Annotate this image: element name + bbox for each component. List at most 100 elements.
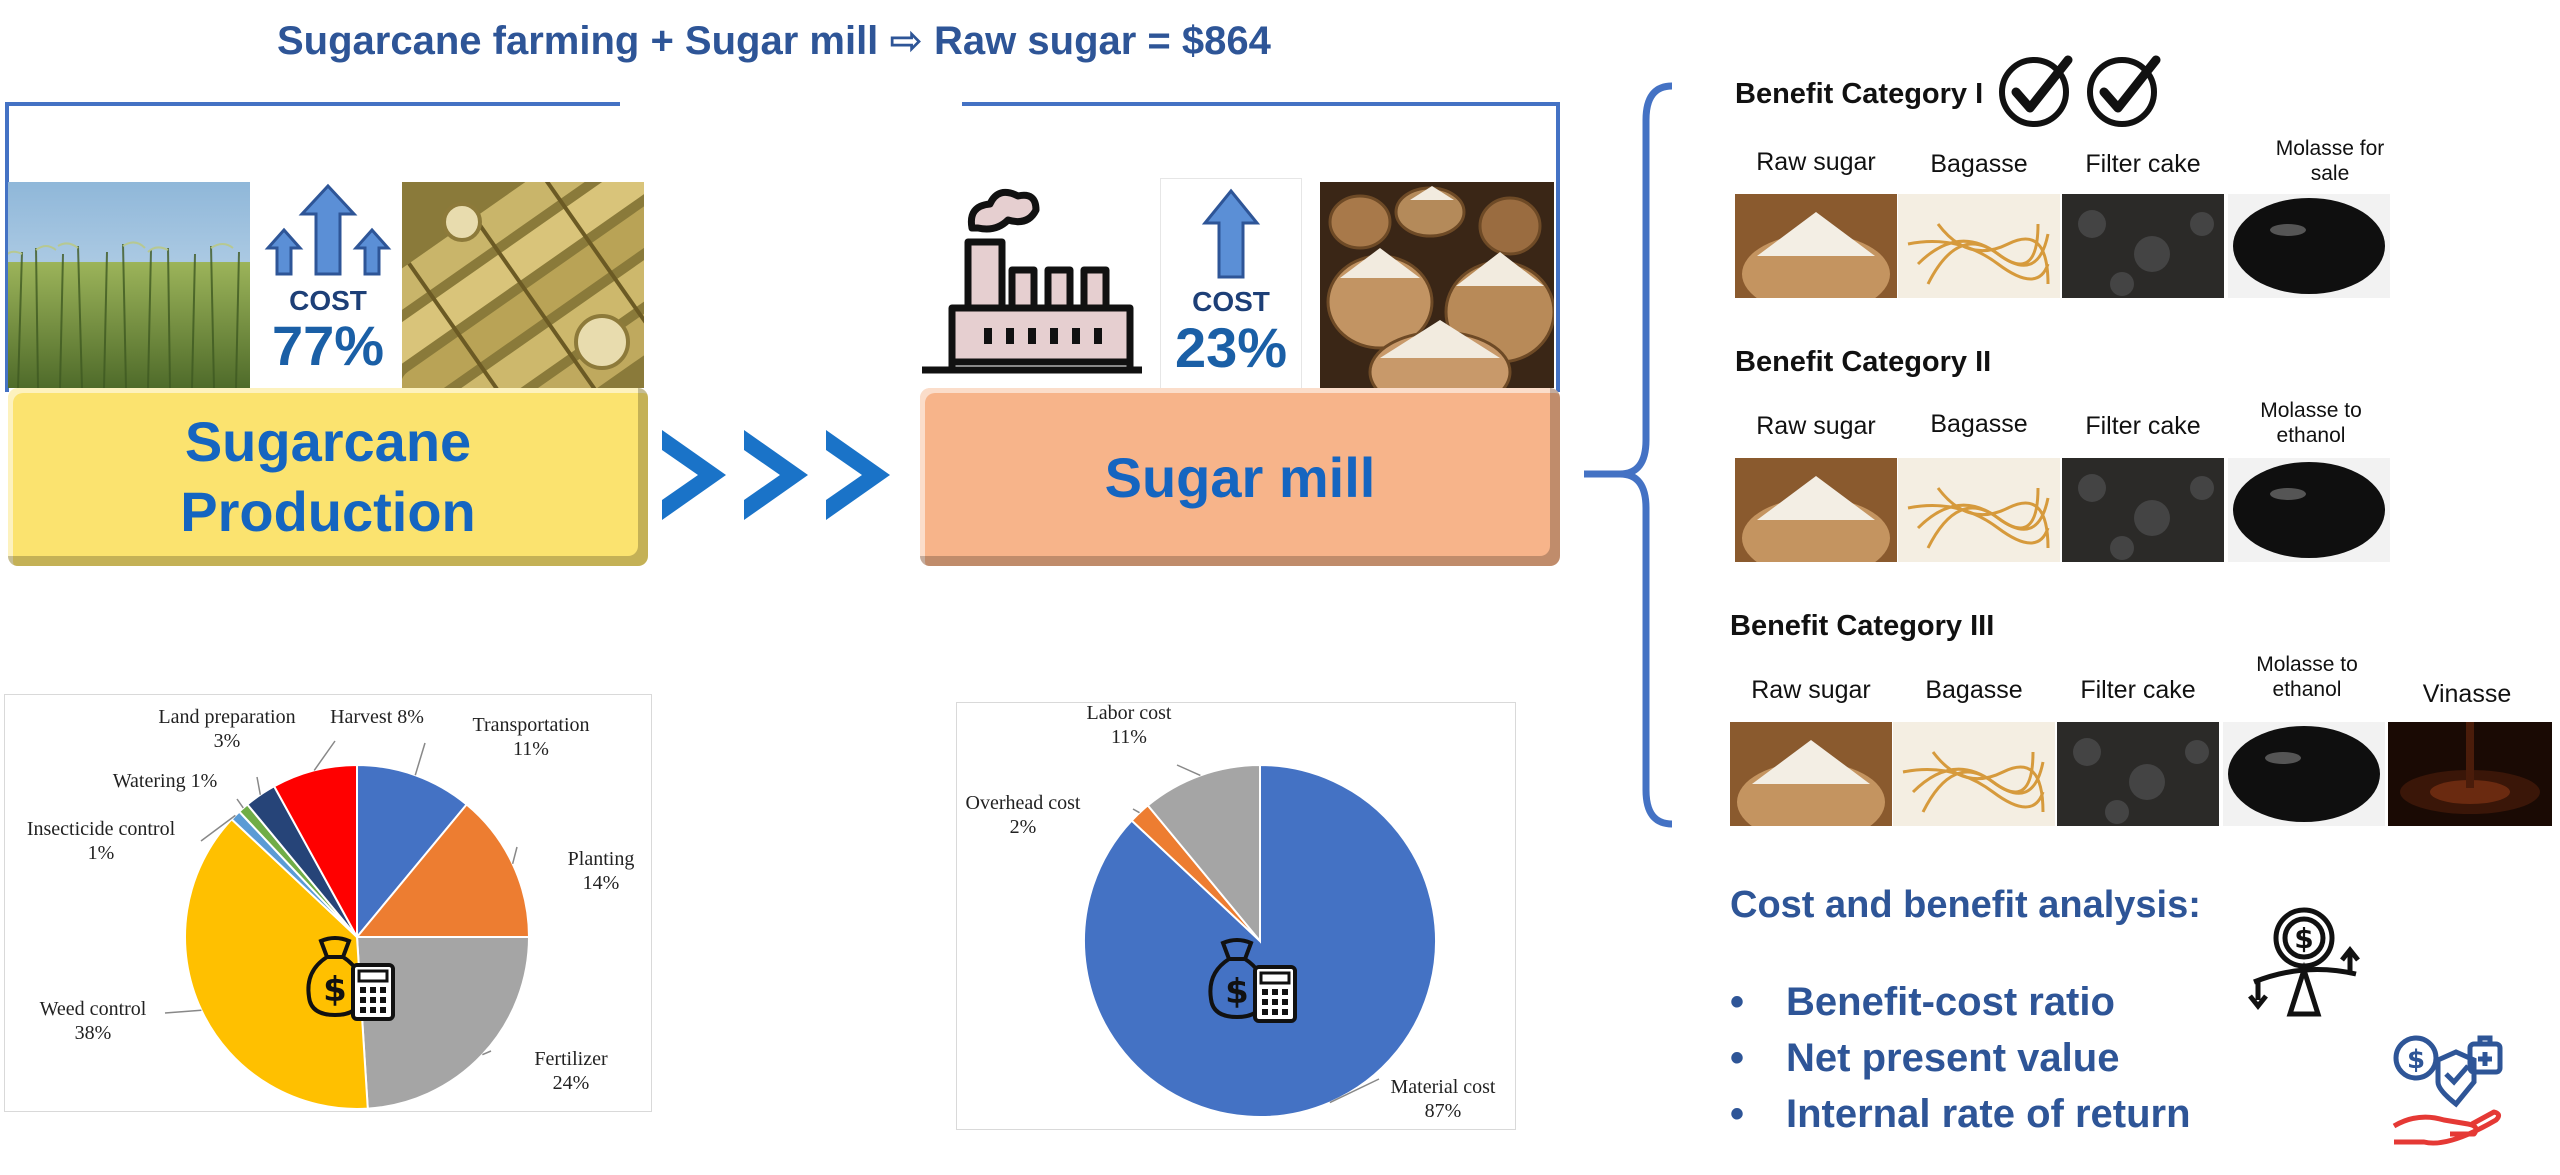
check-circle-icon xyxy=(2086,50,2166,130)
cat3-molasse-image xyxy=(2223,722,2385,826)
pie-leader-line xyxy=(414,742,426,776)
pie-leader-line xyxy=(313,740,336,771)
bullet-dot: • xyxy=(1730,1092,1745,1136)
pie-label-harvest: Harvest 8% xyxy=(330,706,424,728)
cat3-product-molasse: Molasse to ethanol xyxy=(2256,653,2358,701)
benefit-category-2-title: Benefit Category II xyxy=(1735,346,1992,378)
pie-leader-line xyxy=(1132,808,1140,814)
cat2-product-raw-sugar: Raw sugar xyxy=(1756,412,1876,440)
header-bracket-right-vertical xyxy=(1556,102,1560,392)
pie-slice-harvest xyxy=(272,763,358,938)
pie-leader-line xyxy=(200,814,236,842)
raw-sugar-sacks-photo xyxy=(1320,182,1554,388)
header-bracket-left xyxy=(5,102,620,106)
cat1-raw-sugar-image xyxy=(1735,194,1897,298)
pie-leader-line xyxy=(1176,764,1201,777)
sugarcane-field-photo xyxy=(8,182,250,388)
sugarcane-production-line1: Sugarcane xyxy=(184,410,472,473)
pie-leader-line xyxy=(1329,1078,1380,1104)
factory-icon xyxy=(912,180,1152,390)
cat1-product-bagasse: Bagasse xyxy=(1930,150,2028,178)
flow-arrows xyxy=(652,420,908,530)
analysis-item-1-label: Benefit-cost ratio xyxy=(1786,980,2115,1024)
header-bracket-left-vertical xyxy=(5,102,9,392)
svg-text:$: $ xyxy=(1225,972,1249,1012)
svg-text:$: $ xyxy=(323,970,347,1010)
cat3-bagasse-image xyxy=(1893,722,2055,826)
money-shield-hand-icon: $ xyxy=(2388,1030,2508,1150)
sugarcane-production-box: Sugarcane Production xyxy=(8,388,648,566)
cat1-molasse-image xyxy=(2228,194,2390,298)
money-bag-calculator-icon: $ xyxy=(1208,938,1297,1023)
pie-leader-line xyxy=(164,1009,202,1014)
sugar-mill-label: Sugar mill xyxy=(1104,445,1376,509)
pie-slice-fertilizer xyxy=(355,936,531,1110)
cat3-product-bagasse: Bagasse xyxy=(1925,676,2023,704)
cat2-product-filter-cake: Filter cake xyxy=(2085,412,2201,440)
arrows-up-icon xyxy=(264,183,392,276)
cat2-bagasse-image xyxy=(1898,458,2060,562)
check-circle-icon xyxy=(1998,50,2078,130)
header-bracket-right xyxy=(962,102,1560,106)
cat3-product-filter-cake: Filter cake xyxy=(2080,676,2196,704)
cat2-molasse-image xyxy=(2228,458,2390,562)
money-balance-icon: $ xyxy=(2244,900,2370,1024)
cat1-bagasse-image xyxy=(1898,194,2060,298)
pie-slice-transportation xyxy=(356,763,469,940)
pie-slice-planting xyxy=(354,803,531,938)
benefit-brace xyxy=(1580,80,1680,830)
benefit-category-3-title: Benefit Category III xyxy=(1730,610,1995,642)
cat2-raw-sugar-image xyxy=(1735,458,1897,562)
pie-leader-line xyxy=(511,846,518,864)
cat1-product-molasse: Molasse for sale xyxy=(2275,137,2385,185)
analysis-item-2: • Net present value xyxy=(1730,1036,2119,1081)
benefit-category-1-title: Benefit Category I xyxy=(1735,78,1984,110)
pie-leader-line xyxy=(236,798,244,809)
cat2-product-molasse: Molasse to ethanol xyxy=(2260,399,2362,447)
cat3-filter-cake-image xyxy=(2057,722,2219,826)
bullet-dot: • xyxy=(1730,980,1745,1024)
money-bag-calculator-icon: $ xyxy=(306,936,395,1021)
mill-cost-share: 23% xyxy=(1174,316,1288,379)
diagram-title: Sugarcane farming + Sugar mill ⇨ Raw sug… xyxy=(277,19,1271,63)
sugar-mill-box: Sugar mill xyxy=(920,388,1560,566)
cat1-filter-cake-image xyxy=(2062,194,2224,298)
pie-label-watering: Watering 1% xyxy=(113,770,217,792)
mill-cost-panel: COST 23% xyxy=(1160,178,1302,390)
farming-cost-label: COST xyxy=(289,285,367,316)
analysis-item-3-label: Internal rate of return xyxy=(1786,1092,2191,1136)
arrow-up-icon xyxy=(1201,188,1261,279)
mill-cost-label: COST xyxy=(1192,286,1270,317)
analysis-title: Cost and benefit analysis: xyxy=(1730,884,2201,926)
farming-cost-panel: COST 77% xyxy=(258,182,398,388)
pie-leader-line xyxy=(482,1050,492,1056)
sugarcane-production-line2: Production xyxy=(180,480,476,543)
cat1-product-filter-cake: Filter cake xyxy=(2085,150,2201,178)
cat3-product-raw-sugar: Raw sugar xyxy=(1751,676,1871,704)
bullet-dot: • xyxy=(1730,1036,1745,1080)
pie-leader-line xyxy=(256,776,262,795)
farming-cost-share: 77% xyxy=(271,314,385,377)
analysis-item-2-label: Net present value xyxy=(1786,1036,2120,1080)
svg-text:$: $ xyxy=(2294,922,2313,955)
cat2-filter-cake-image xyxy=(2062,458,2224,562)
cat3-vinasse-image xyxy=(2388,722,2552,826)
cat3-raw-sugar-image xyxy=(1730,722,1892,826)
sugarcane-stalks-photo xyxy=(402,182,644,388)
analysis-item-1: • Benefit-cost ratio xyxy=(1730,980,2115,1025)
svg-text:$: $ xyxy=(2407,1045,2425,1075)
cat2-product-bagasse: Bagasse xyxy=(1930,410,2028,438)
cat1-product-raw-sugar: Raw sugar xyxy=(1756,148,1876,176)
